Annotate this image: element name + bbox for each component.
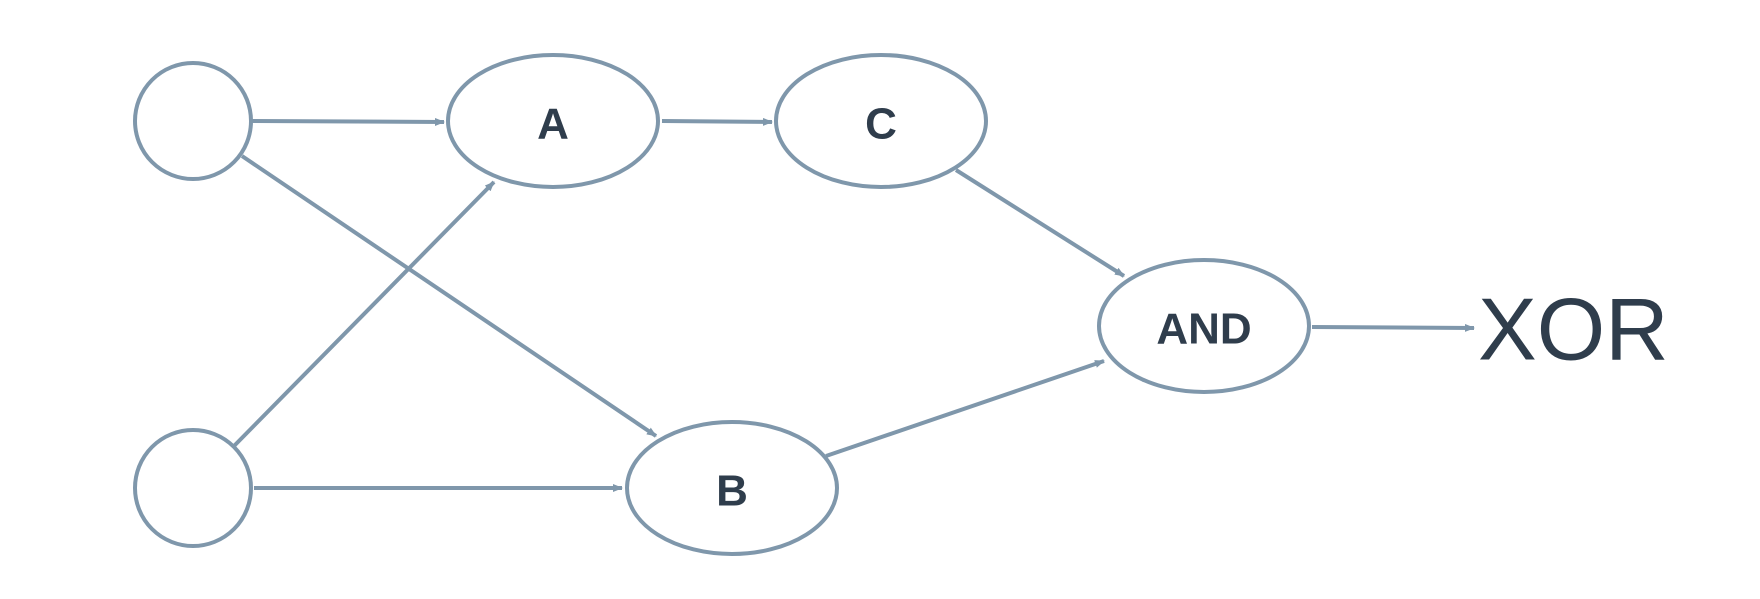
output-label: XOR — [1478, 280, 1669, 379]
node-a: A — [446, 53, 660, 189]
node-and-shape — [1097, 258, 1311, 394]
input-node-1 — [133, 61, 253, 181]
node-b-shape — [625, 420, 839, 556]
input-node-2 — [133, 428, 253, 548]
edge-b-to-and — [825, 359, 1105, 458]
edge-and-to-output — [1311, 323, 1475, 332]
edge-c-to-and — [954, 168, 1126, 278]
nodes: A C B AND — [133, 53, 1311, 556]
node-b: B — [625, 420, 839, 556]
node-a-label: A — [537, 100, 569, 149]
node-b-label: B — [716, 467, 748, 516]
edge-input1-to-a — [251, 117, 445, 126]
node-and-label: AND — [1156, 305, 1251, 354]
edge-input2-to-a — [232, 180, 496, 448]
node-and: AND — [1097, 258, 1311, 394]
edge-a-to-c — [661, 117, 773, 126]
edges — [232, 117, 1475, 492]
node-c: C — [774, 53, 988, 189]
node-a-shape — [446, 53, 660, 189]
node-c-shape — [774, 53, 988, 189]
node-c-label: C — [865, 100, 897, 149]
edge-input1-to-b — [240, 154, 658, 438]
